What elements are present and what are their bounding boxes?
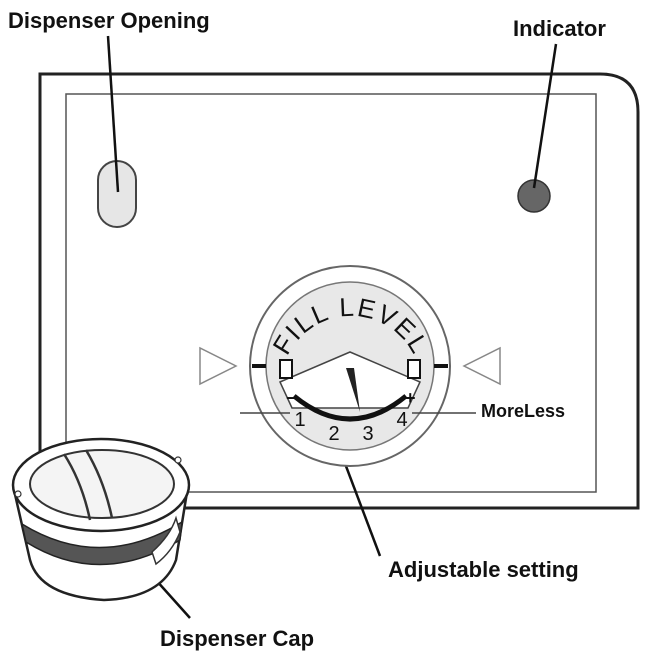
fill-level-dial: FILL LEVEL − + 1 2 3 4 — [240, 265, 476, 467]
cap-band — [20, 520, 183, 566]
dispenser-panel-inner — [65, 93, 597, 493]
dial-setting-2: 2 — [328, 423, 339, 445]
label-adjustable-setting: Adjustable setting — [388, 557, 579, 582]
dial-right-marker — [407, 359, 421, 379]
dial-setting-3: 3 — [362, 423, 373, 445]
label-indicator: Indicator — [513, 16, 606, 41]
cap-side-notch — [151, 515, 181, 566]
left-arrow-icon — [199, 346, 238, 386]
label-more-less: MoreLess — [481, 401, 566, 421]
label-dispenser-cap: Dispenser Cap — [160, 626, 315, 651]
dispenser-cap — [11, 437, 191, 602]
leader-line-opening — [106, 35, 120, 193]
dial-pointer — [346, 368, 360, 412]
dial-plus-symbol: + — [405, 388, 416, 408]
dial-setting-4: 4 — [396, 409, 407, 431]
dial-setting-arc — [292, 394, 408, 422]
dial-minus-symbol: − — [286, 388, 297, 408]
cap-divider-right — [84, 449, 114, 519]
label-dispenser-opening: Dispenser Opening — [8, 8, 210, 33]
cap-rim-dot-left — [14, 490, 22, 498]
dial-left-marker — [279, 359, 293, 379]
cap-divider-left — [62, 453, 92, 521]
dial-setting-1: 1 — [294, 409, 305, 431]
leader-line-indicator — [532, 43, 558, 189]
right-arrow-icon — [462, 346, 501, 386]
cap-rim-dot-right — [174, 456, 182, 464]
